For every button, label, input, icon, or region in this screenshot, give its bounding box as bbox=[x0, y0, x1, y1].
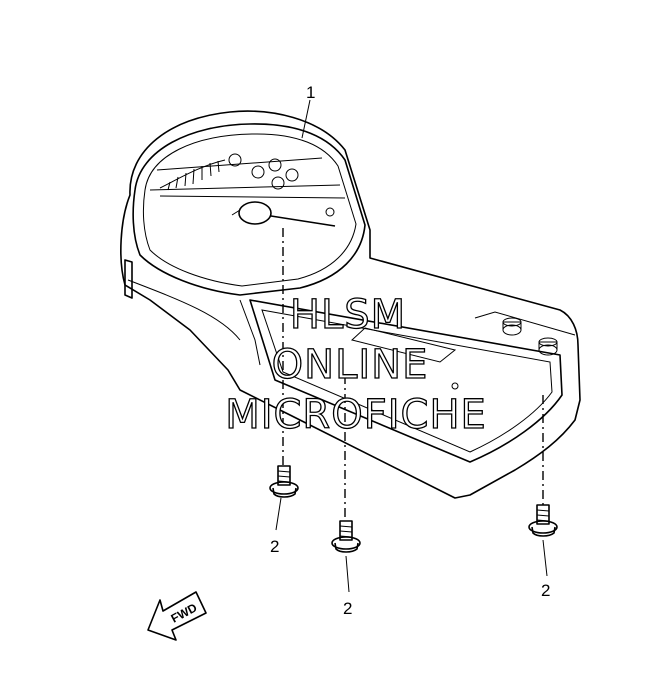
callout-2-center: 2 bbox=[343, 599, 352, 618]
callout-2-right: 2 bbox=[541, 581, 550, 600]
watermark-line-2: ONLINE bbox=[272, 342, 429, 388]
meter-assembly[interactable] bbox=[120, 110, 581, 499]
callout-2-left: 2 bbox=[270, 537, 279, 556]
leader-line-2a bbox=[275, 497, 282, 531]
screw-right[interactable] bbox=[528, 504, 558, 537]
fwd-arrow-icon: FWD bbox=[147, 591, 207, 641]
watermark-line-1: HLSM bbox=[290, 292, 406, 338]
watermark: HLSM ONLINE MICROFICHE bbox=[225, 291, 487, 438]
mounting-bosses bbox=[502, 317, 558, 356]
leader-line-2b bbox=[345, 555, 350, 593]
leader-line-2c bbox=[542, 539, 548, 577]
screw-center[interactable] bbox=[331, 520, 361, 553]
watermark-line-3: MICROFICHE bbox=[225, 392, 487, 438]
fwd-label: FWD bbox=[169, 600, 200, 625]
tach-ticks bbox=[167, 160, 220, 191]
callout-1: 1 bbox=[306, 83, 315, 102]
screw-left[interactable] bbox=[269, 465, 299, 498]
leader-line-1 bbox=[301, 99, 311, 139]
